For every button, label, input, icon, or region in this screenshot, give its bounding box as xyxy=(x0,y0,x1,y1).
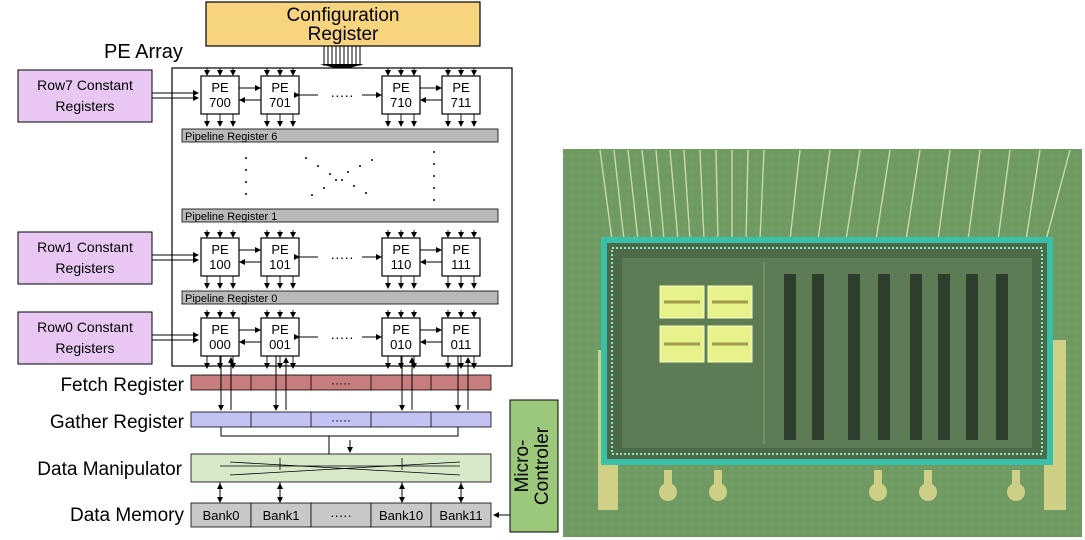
row1-constant-line2: Registers xyxy=(55,260,114,276)
row0-constant-line1: Row0 Constant xyxy=(37,319,133,335)
memory-bank-label: Bank1 xyxy=(263,508,300,523)
microcontroller-line1: Micro- xyxy=(512,440,533,493)
configuration-register: Configuration Register xyxy=(205,1,481,47)
pe-array-label: PE Array xyxy=(104,41,183,63)
pe-id: 111 xyxy=(451,257,471,272)
row7-constant-line1: Row7 Constant xyxy=(37,77,133,93)
pe-id: 010 xyxy=(390,337,412,352)
row7-ellipsis: ····· xyxy=(330,87,353,103)
pe-label: PE xyxy=(271,80,289,95)
manipulator-memory-links xyxy=(217,482,464,503)
pe-id: 110 xyxy=(391,257,412,272)
memory-bank-2: ····· xyxy=(310,502,372,528)
memory-bank-label: Bank11 xyxy=(439,508,482,523)
pipeline-register-1: Pipeline Register 1 xyxy=(181,208,499,223)
pe-interconnect xyxy=(204,68,477,369)
pipeline-register-0: Pipeline Register 0 xyxy=(181,290,499,305)
pe-label: PE xyxy=(211,242,229,257)
chip-die-photo xyxy=(563,149,1082,537)
pe-cells: PE700PE701PE710PE711PE100PE101PE110PE111… xyxy=(200,75,481,357)
pipeline-register-0-label: Pipeline Register 0 xyxy=(185,293,277,305)
pe-id: 100 xyxy=(209,257,231,272)
pe-label: PE xyxy=(392,322,410,337)
pe-label: PE xyxy=(452,322,470,337)
memory-bank-0: Bank0 xyxy=(190,502,252,528)
pe-label: PE xyxy=(271,322,289,337)
pe-label: PE xyxy=(271,242,289,257)
pe-id: 710 xyxy=(390,95,412,110)
pe-label: PE xyxy=(452,242,470,257)
data-memory: Bank0 Bank1 ····· Bank10 Bank11 xyxy=(190,502,492,528)
pe-label: PE xyxy=(211,322,229,337)
gather-register-ellipsis: ····· xyxy=(331,413,351,427)
row1-constant-registers: Row1 Constant Registers xyxy=(17,231,153,285)
pe-id: 001 xyxy=(269,337,291,352)
pipeline-register-6-label: Pipeline Register 6 xyxy=(185,131,277,143)
config-register-label-line2: Register xyxy=(308,24,379,45)
fetch-gather-wiring xyxy=(218,356,471,454)
row0-constant-line2: Registers xyxy=(55,340,114,356)
memory-bank-4: Bank11 xyxy=(430,502,492,528)
omitted-rows-dots xyxy=(245,151,435,201)
data-manipulator xyxy=(190,453,492,483)
pe-label: PE xyxy=(452,80,470,95)
fetch-register-label: Fetch Register xyxy=(60,375,184,396)
memory-bank-label: Bank10 xyxy=(379,508,423,523)
microcontroller-line2: Controler xyxy=(532,426,553,505)
memory-bank-1: Bank1 xyxy=(250,502,312,528)
data-manipulator-label: Data Manipulator xyxy=(37,459,182,480)
pe-label: PE xyxy=(392,242,410,257)
pe-id: 011 xyxy=(451,337,472,352)
row7-constant-registers: Row7 Constant Registers xyxy=(17,69,153,123)
memory-bank-label: ····· xyxy=(330,508,352,523)
pipeline-register-1-label: Pipeline Register 1 xyxy=(185,211,277,223)
pe-label: PE xyxy=(392,80,410,95)
row0-constant-registers: Row0 Constant Registers xyxy=(17,311,153,365)
pe-label: PE xyxy=(211,80,229,95)
fetch-register-ellipsis: ····· xyxy=(331,376,351,390)
row7-constant-line2: Registers xyxy=(55,98,114,114)
row1-ellipsis: ····· xyxy=(330,249,353,265)
pipeline-register-6: Pipeline Register 6 xyxy=(181,128,499,143)
gather-register-label: Gather Register xyxy=(50,412,185,433)
pe-id: 000 xyxy=(209,337,231,352)
memory-bank-label: Bank0 xyxy=(203,508,240,523)
memory-bank-3: Bank10 xyxy=(370,502,432,528)
pe-id: 700 xyxy=(209,95,231,110)
constant-register-links xyxy=(152,90,199,343)
pe-id: 101 xyxy=(269,257,291,272)
fetch-register: ····· xyxy=(190,374,492,391)
row1-constant-line1: Row1 Constant xyxy=(37,239,133,255)
microcontroller: Micro- Controler xyxy=(493,399,559,533)
data-memory-label: Data Memory xyxy=(70,505,185,526)
pe-id: 711 xyxy=(451,95,472,110)
pe-id: 701 xyxy=(269,95,291,110)
config-register-label-line1: Configuration xyxy=(286,5,399,26)
row0-ellipsis: ····· xyxy=(330,329,353,345)
gather-register: ····· xyxy=(190,411,492,428)
config-bus xyxy=(320,46,364,70)
